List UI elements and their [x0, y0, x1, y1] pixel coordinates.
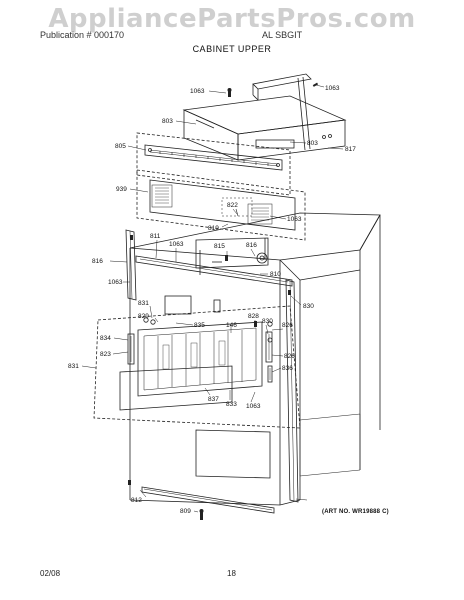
- callout-numbers: 1063 803 805 803 1063 817 939 822 819 10…: [68, 85, 356, 515]
- callout-label: 834: [100, 335, 111, 342]
- callout-label: 805: [115, 143, 126, 150]
- callout-label: 1063: [246, 403, 261, 410]
- upper-trim-strip: [135, 255, 293, 287]
- callout-label: 1063: [287, 216, 302, 223]
- callout-label: 812: [131, 497, 142, 504]
- callout-label: 823: [100, 351, 111, 358]
- left-bracket-part: [127, 333, 135, 365]
- top-rail-part: [252, 73, 312, 151]
- left-side-rail: [125, 229, 137, 301]
- duct-assembly-part: [149, 179, 296, 231]
- callout-label: 816: [92, 258, 103, 265]
- front-panel-part: [119, 365, 233, 411]
- publication-number: Publication # 000170: [40, 30, 125, 40]
- duct-assembly-group: [136, 169, 306, 241]
- callout-label: 822: [227, 202, 238, 209]
- fastener-screws: [128, 82, 319, 520]
- callout-label: 826: [284, 353, 295, 360]
- page-number: 18: [227, 569, 236, 578]
- callout-label: 1063: [325, 85, 340, 92]
- callout-label: 815: [214, 243, 225, 250]
- callout-label: 831: [68, 363, 79, 370]
- callout-label: 833: [226, 401, 237, 408]
- callout-label: 803: [162, 118, 173, 125]
- vent-grille-group: [136, 132, 291, 196]
- control-board-part: [137, 321, 263, 397]
- right-bracket-part: [265, 331, 273, 363]
- callout-label: 819: [208, 225, 219, 232]
- footer-date: 02/08: [40, 569, 61, 578]
- callout-label: 828: [248, 313, 259, 320]
- upper-housing-part: [182, 95, 347, 161]
- cabinet-shell: [129, 212, 381, 506]
- callout-label: 835: [194, 322, 205, 329]
- callout-label: 1063: [190, 88, 205, 95]
- art-number: (ART NO. WR19888 C): [322, 509, 389, 515]
- right-side-rail: [285, 279, 299, 503]
- callout-label: 817: [345, 146, 356, 153]
- hinge-part: [267, 365, 273, 383]
- callout-label: 837: [208, 396, 219, 403]
- watermark: AppliancePartsPros.com: [48, 4, 416, 34]
- callout-label: 810: [270, 271, 281, 278]
- callout-label: 816: [246, 242, 257, 249]
- callout-label: 826: [282, 322, 293, 329]
- clip-parts: [143, 317, 273, 343]
- callout-leader-lines: [81, 84, 344, 513]
- model-code: AL SBGIT: [262, 30, 303, 40]
- inner-compartment-part: [195, 237, 269, 269]
- callout-label: 1063: [108, 279, 123, 286]
- module-part: [164, 295, 221, 315]
- callout-label: 939: [116, 186, 127, 193]
- callout-label: 803: [307, 140, 318, 147]
- callout-label: 830: [303, 303, 314, 310]
- callout-label: 830: [262, 318, 273, 325]
- callout-label: 836: [282, 365, 293, 372]
- section-title: CABINET UPPER: [192, 44, 272, 54]
- callout-label: 831: [138, 300, 149, 307]
- callout-label: 1063: [169, 241, 184, 248]
- callout-label: 809: [180, 508, 191, 515]
- callout-label: 811: [150, 233, 161, 240]
- callout-label: 829: [138, 313, 149, 320]
- vent-grille-part: [144, 144, 283, 171]
- callout-label: 146: [226, 322, 237, 329]
- bottom-trim-strip: [141, 486, 275, 514]
